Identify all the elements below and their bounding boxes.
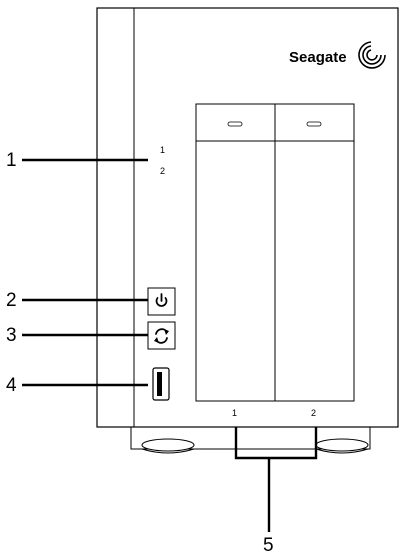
device-base (130, 425, 371, 454)
bay-label-1: 1 (232, 408, 237, 418)
drive-bay-2-latch[interactable] (306, 121, 322, 127)
bay-label-2: 2 (311, 408, 316, 418)
callout-1: 1 (6, 150, 17, 171)
callout-3: 3 (6, 325, 17, 346)
sync-arrow-bottom (154, 337, 159, 343)
usb-port[interactable] (152, 367, 170, 401)
seagate-swirl-logo (358, 41, 386, 69)
callout-4: 4 (6, 375, 17, 396)
power-icon (155, 293, 168, 307)
indicator-label-1: 1 (160, 145, 165, 155)
indicator-label-2: 2 (160, 166, 165, 176)
backup-button[interactable] (147, 321, 176, 350)
drive-bay-1-latch[interactable] (227, 121, 243, 127)
callout-5: 5 (263, 535, 274, 556)
sync-arrow-top (164, 329, 169, 335)
drive-bay-2[interactable] (274, 103, 355, 402)
callout-lines (22, 158, 318, 532)
brand-name: Seagate (289, 49, 347, 66)
power-button[interactable] (147, 287, 176, 316)
callout-2: 2 (6, 290, 17, 311)
drive-bay-1[interactable] (195, 103, 276, 402)
